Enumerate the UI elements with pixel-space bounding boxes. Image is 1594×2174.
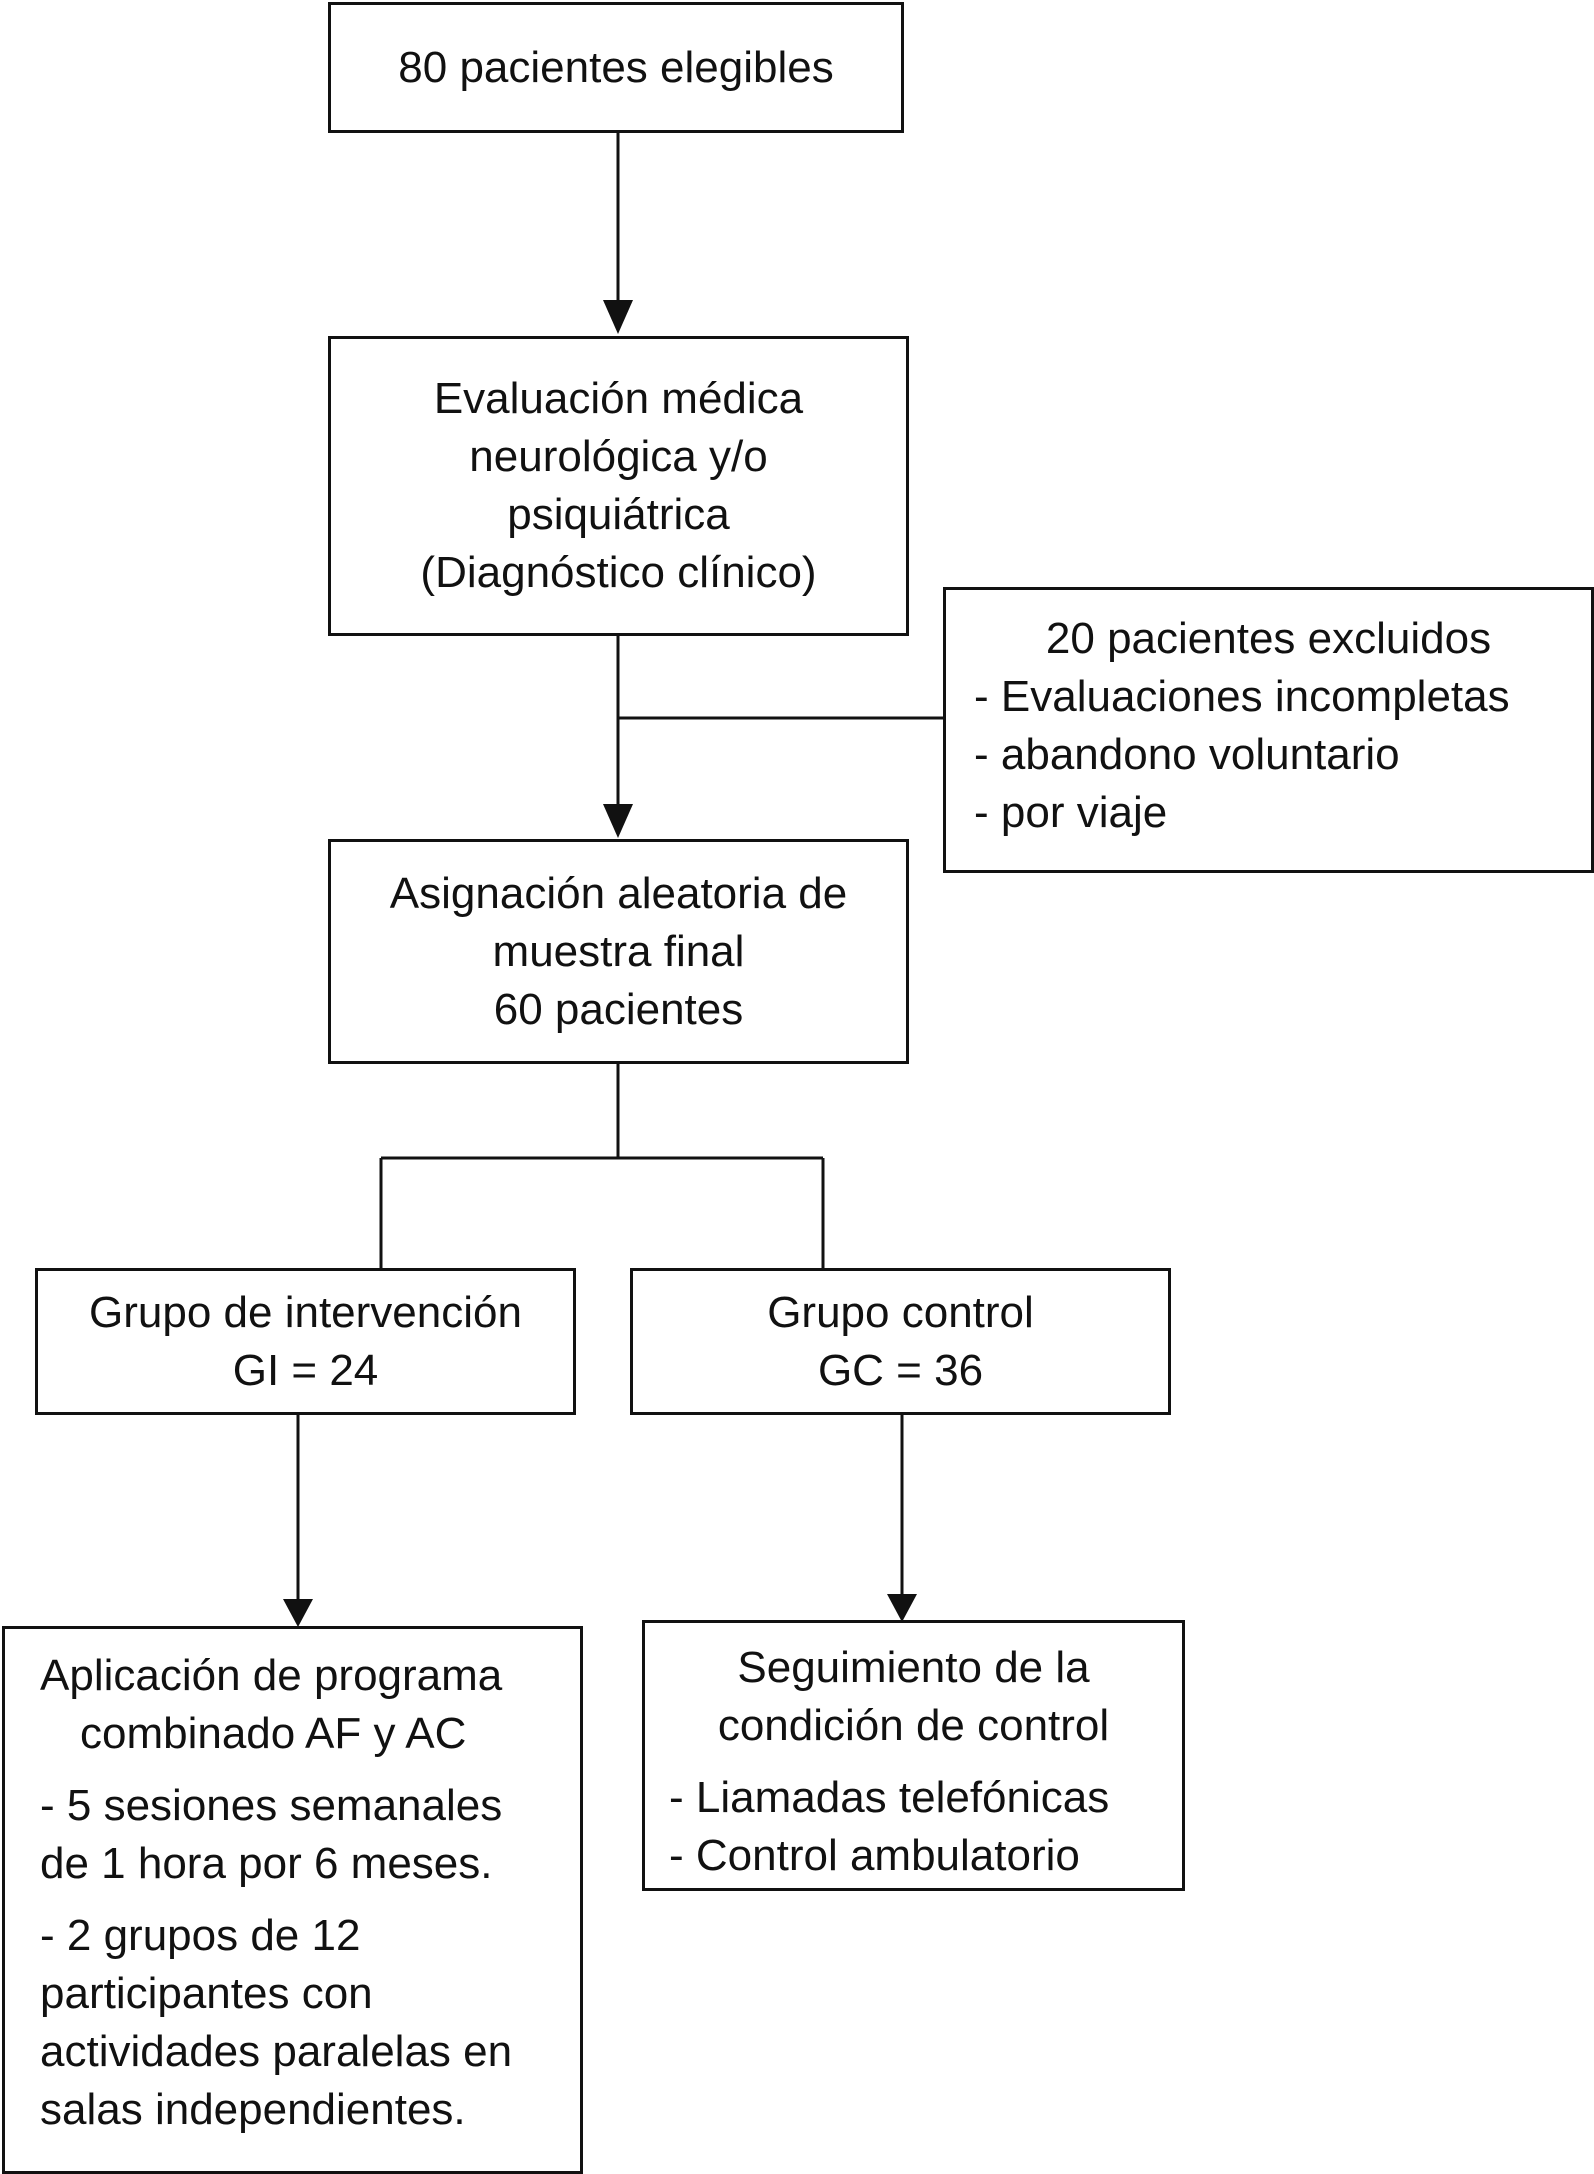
control-group-label: Grupo control: [767, 1287, 1034, 1337]
program-detail-line: salas independientes.: [40, 2085, 466, 2134]
control-followup-box: Seguimiento de la condición de control -…: [642, 1620, 1185, 1891]
followup-title-line-1: Seguimiento de la: [737, 1643, 1090, 1692]
arrowhead-icon: [887, 1594, 917, 1622]
program-detail-line: de 1 hora por 6 meses.: [40, 1839, 493, 1888]
excluded-patients-box: 20 pacientes excluidos - Evaluaciones in…: [943, 587, 1594, 873]
evaluation-line-2: neurológica y/o: [469, 432, 768, 481]
program-detail-line: - 5 sesiones semanales: [40, 1781, 503, 1830]
control-group-count: GC = 36: [817, 1345, 984, 1395]
followup-title-line-2: condición de control: [717, 1701, 1110, 1750]
randomization-line-2: muestra final: [492, 926, 745, 976]
intervention-group-label: Grupo de intervención: [89, 1287, 522, 1337]
intervention-group-count: GI = 24: [232, 1345, 379, 1395]
randomization-line-1: Asignación aleatoria de: [389, 868, 848, 918]
program-title-line-2: combinado AF y AC: [80, 1709, 467, 1758]
excluded-reason: - abandono voluntario: [974, 730, 1400, 779]
randomization-line-3: 60 pacientes: [493, 984, 744, 1034]
program-title-line-1: Aplicación de programa: [40, 1651, 503, 1700]
intervention-group-box: Grupo de intervención GI = 24: [35, 1268, 576, 1415]
followup-item: - Liamadas telefónicas: [669, 1773, 1110, 1822]
evaluation-line-1: Evaluación médica: [433, 374, 804, 423]
program-detail-line: - 2 grupos de 12: [40, 1911, 361, 1960]
excluded-title: 20 pacientes excluidos: [1045, 614, 1492, 663]
eligible-patients-box: 80 pacientes elegibles: [328, 2, 904, 133]
followup-item: - Control ambulatorio: [669, 1831, 1080, 1880]
arrowhead-icon: [603, 804, 633, 838]
arrowhead-icon: [283, 1599, 313, 1627]
program-detail-line: actividades paralelas en: [40, 2027, 513, 2076]
evaluation-line-3: psiquiátrica: [507, 490, 730, 539]
eligible-patients-text: 80 pacientes elegibles: [398, 42, 834, 92]
excluded-reason: - por viaje: [974, 788, 1168, 837]
control-group-box: Grupo control GC = 36: [630, 1268, 1171, 1415]
randomization-box: Asignación aleatoria de muestra final 60…: [328, 839, 909, 1064]
intervention-program-box: Aplicación de programa combinado AF y AC…: [2, 1626, 583, 2174]
arrowhead-icon: [603, 300, 633, 334]
evaluation-line-4: (Diagnóstico clínico): [420, 548, 817, 597]
medical-evaluation-box: Evaluación médica neurológica y/o psiqui…: [328, 336, 909, 636]
excluded-reason: - Evaluaciones incompletas: [974, 672, 1510, 721]
program-detail-line: participantes con: [40, 1969, 373, 2018]
